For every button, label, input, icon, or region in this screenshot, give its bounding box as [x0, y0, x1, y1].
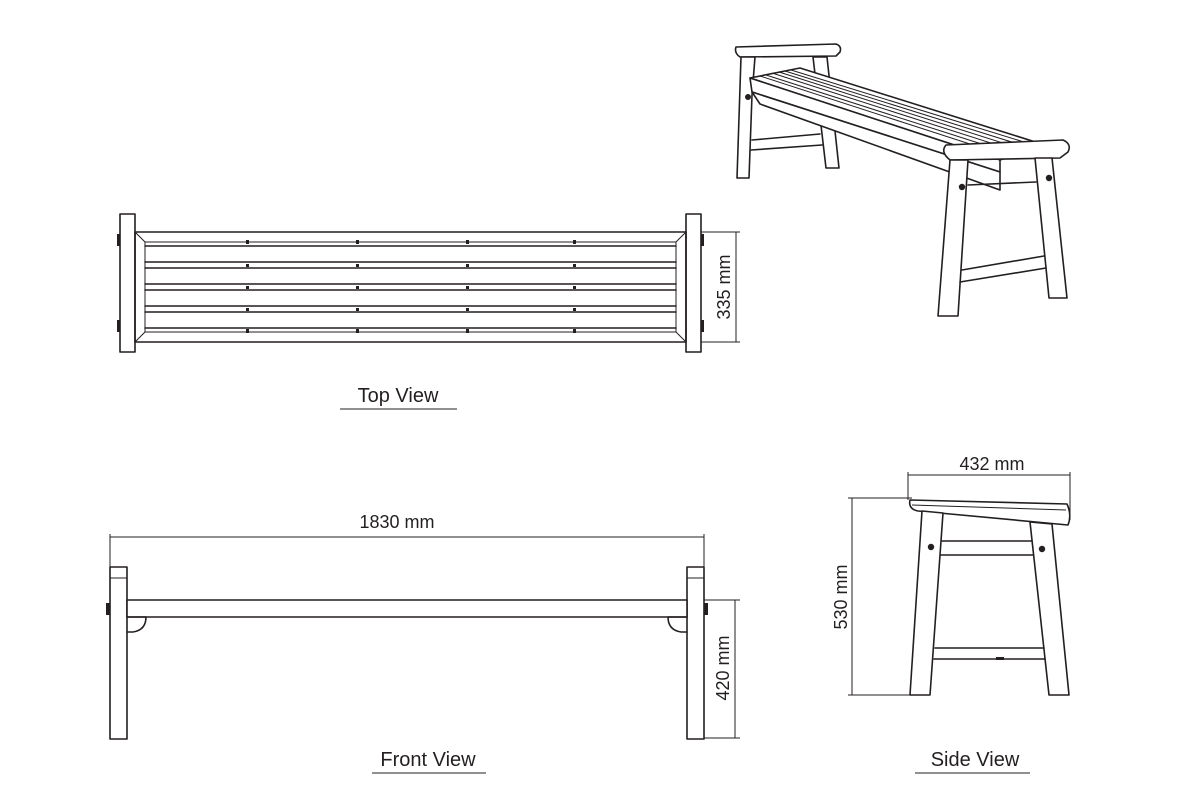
side-view-depth-label: 432 mm [959, 454, 1024, 474]
front-view-length-dimension: 1830 mm [109, 512, 705, 568]
front-view-height-dimension: 420 mm [704, 599, 740, 739]
top-view-caption: Top View [358, 385, 439, 407]
top-view-width-label: 335 mm [714, 254, 734, 319]
side-view: 432 mm 530 mm Side View [831, 454, 1071, 774]
top-view-width-dimension: 335 mm [701, 231, 740, 343]
top-view: 335 mm Top View [117, 213, 740, 410]
front-view-caption: Front View [380, 749, 476, 771]
side-view-height-label: 530 mm [831, 564, 851, 629]
front-view: 1830 mm 420 mm Front View [106, 512, 740, 774]
perspective-view [734, 43, 1070, 317]
front-view-length-label: 1830 mm [359, 512, 434, 532]
side-view-height-dimension: 530 mm [831, 497, 912, 696]
top-view-slats [144, 245, 677, 329]
side-view-caption: Side View [931, 749, 1020, 771]
top-view-screws [246, 240, 576, 333]
front-view-height-label: 420 mm [713, 635, 733, 700]
